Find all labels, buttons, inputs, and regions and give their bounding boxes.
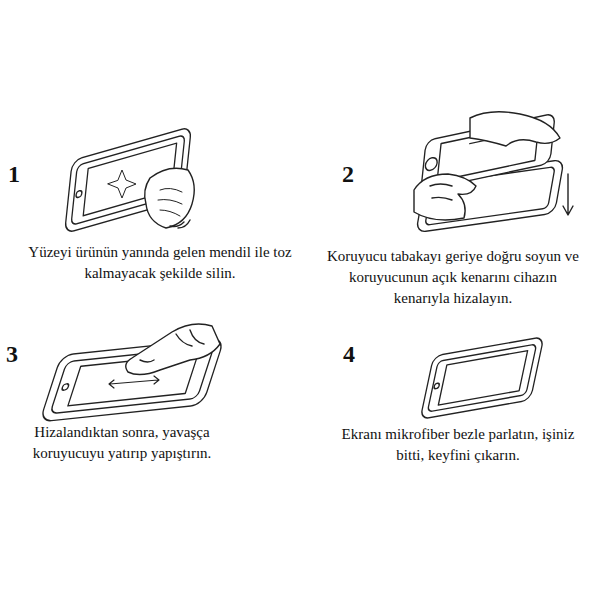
step-caption: Ekranı mikrofiber bezle parlatın, işiniz… [330,424,586,466]
step-caption: Yüzeyi ürünün yanında gelen mendil ile t… [10,242,310,284]
step-number: 4 [343,340,367,368]
step-caption: Hizalandıktan sonra, yavaşça koruyucuyu … [4,422,240,464]
step-number: 3 [6,340,30,368]
step-caption: Koruyucu tabakayı geriye doğru soyun ve … [322,246,584,309]
phone-wipe-illustration [65,126,195,233]
phone-press-illustration [40,324,225,422]
phone-finished-illustration [420,337,544,420]
down-arrow [563,174,573,215]
step-number: 2 [342,160,366,188]
phone-peel-illustration [414,112,573,233]
step-number: 1 [8,160,32,188]
